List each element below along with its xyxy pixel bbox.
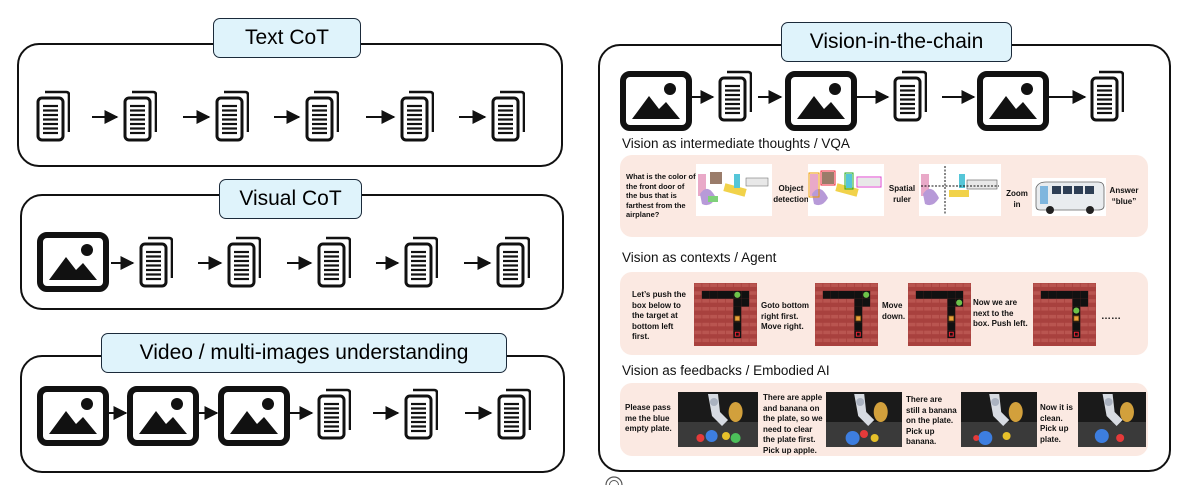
image-icon (623, 74, 689, 128)
vqa-scene-image (696, 164, 772, 216)
image-icon (788, 74, 854, 128)
agent-step-2: Goto bottom right first. Move right. (761, 301, 813, 333)
vqa-zoom-image (1032, 178, 1106, 216)
vqa-step-zoom: Zoom in (1002, 189, 1032, 210)
document-icon (1092, 72, 1123, 120)
agent-step-3: Move down. (882, 301, 908, 322)
robot-scene-image (826, 392, 902, 447)
vqa-step-detection: Object detection (772, 184, 810, 205)
vqa-ruler-image (919, 164, 1001, 216)
vqa-question: What is the color of the front door of t… (626, 172, 696, 220)
document-icon (720, 72, 751, 120)
sokoban-image (908, 283, 971, 346)
embodied-step-2: There are apple and banana on the plate,… (763, 393, 825, 456)
embodied-heading: Vision as feedbacks / Embodied AI (622, 363, 830, 378)
embodied-step-1: Please pass me the blue empty plate. (625, 403, 677, 435)
agent-step-1: Let’s push the box below to the target a… (632, 290, 692, 343)
vqa-heading: Vision as intermediate thoughts / VQA (622, 136, 850, 151)
agent-heading: Vision as contexts / Agent (622, 250, 776, 265)
vqa-answer: Answer “blue” (1104, 186, 1144, 207)
image-icon (980, 74, 1046, 128)
embodied-step-3: There are still a banana on the plate. P… (906, 395, 958, 448)
robot-scene-image (678, 392, 758, 447)
vqa-detection-image (808, 164, 884, 216)
vqa-step-ruler: Spatial ruler (886, 184, 918, 205)
logo-icon (604, 475, 624, 485)
agent-step-5: …… (1101, 312, 1131, 323)
agent-step-4: Now we are next to the box. Push left. (973, 298, 1031, 330)
sokoban-image (1033, 283, 1096, 346)
embodied-step-4: Now it is clean. Pick up plate. (1040, 403, 1078, 445)
robot-scene-image (1078, 392, 1146, 447)
sokoban-image (694, 283, 757, 346)
robot-scene-image (961, 392, 1037, 447)
sokoban-image (815, 283, 878, 346)
document-icon (895, 72, 926, 120)
